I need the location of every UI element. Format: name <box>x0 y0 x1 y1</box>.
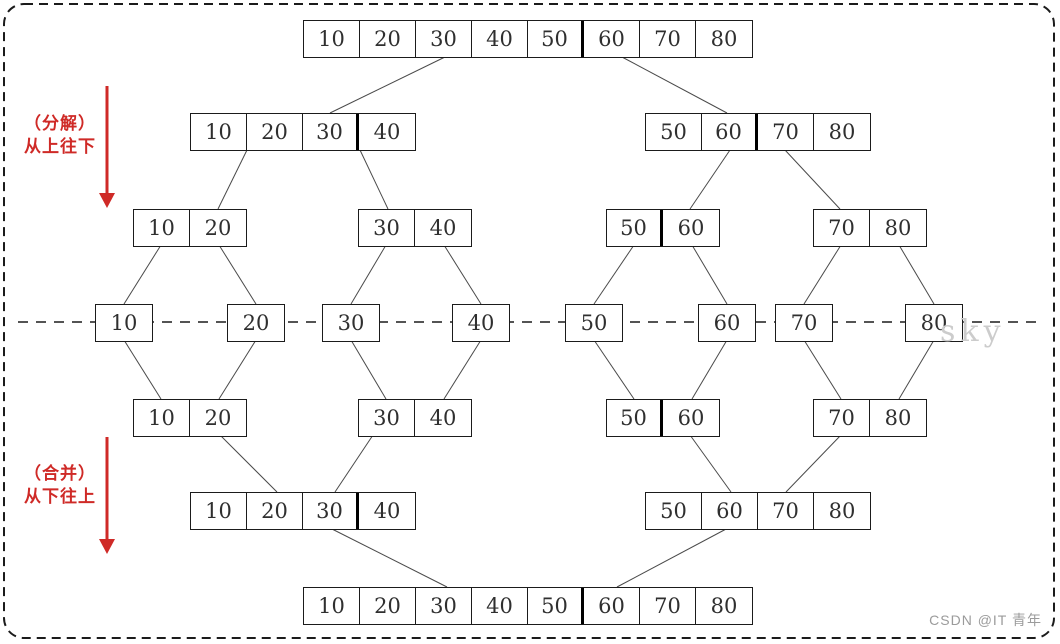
array-cell: 80 <box>870 210 926 246</box>
array-cell: 30 <box>359 210 415 246</box>
array-cell: 80 <box>870 400 926 436</box>
array-m2: 20 <box>227 304 285 342</box>
decompose-label-line2: 从上往下 <box>24 137 96 156</box>
array-cell: 20 <box>190 400 246 436</box>
array-cell: 80 <box>696 21 752 57</box>
array-cell: 50 <box>528 21 584 57</box>
array-cell: 30 <box>359 400 415 436</box>
array-cell: 40 <box>415 210 471 246</box>
merge-label: （合并） 从下往上 <box>12 462 108 508</box>
array-cell: 30 <box>416 588 472 624</box>
csdn-watermark: CSDN @IT 青年 <box>929 612 1042 628</box>
array-cell: 40 <box>453 305 509 341</box>
array-m7: 70 <box>775 304 833 342</box>
array-cell: 10 <box>134 400 190 436</box>
array-cell: 10 <box>191 114 247 150</box>
array-cell: 10 <box>96 305 152 341</box>
decompose-arrow <box>99 86 115 208</box>
array-cell: 10 <box>304 588 360 624</box>
array-m3: 30 <box>322 304 380 342</box>
array-m5: 50 <box>565 304 623 342</box>
array-cell: 70 <box>640 588 696 624</box>
array-cell: 40 <box>359 493 415 529</box>
array-cell: 20 <box>360 588 416 624</box>
decompose-label: （分解） 从上往下 <box>12 112 108 158</box>
array-cell: 80 <box>814 493 870 529</box>
outer-dashed-border <box>3 3 1055 639</box>
array-cell: 80 <box>906 305 962 341</box>
array-cell: 40 <box>415 400 471 436</box>
array-cell: 10 <box>191 493 247 529</box>
sky-watermark: sky <box>940 314 1006 349</box>
array-m1: 10 <box>95 304 153 342</box>
array-m4: 40 <box>452 304 510 342</box>
array-cell: 60 <box>584 21 640 57</box>
array-cell: 80 <box>696 588 752 624</box>
array-cell: 70 <box>776 305 832 341</box>
array-cell: 10 <box>304 21 360 57</box>
array-cell: 80 <box>814 114 870 150</box>
array-cell: 30 <box>303 114 359 150</box>
merge-label-line2: 从下往上 <box>24 487 96 506</box>
array-cell: 70 <box>814 210 870 246</box>
array-cell: 10 <box>134 210 190 246</box>
array-cell: 20 <box>190 210 246 246</box>
array-cell: 40 <box>472 21 528 57</box>
divide-connectors <box>123 56 935 305</box>
array-cell: 50 <box>566 305 622 341</box>
array-cell: 60 <box>699 305 755 341</box>
array-cell: 50 <box>607 210 663 246</box>
array-cell: 70 <box>640 21 696 57</box>
array-cell: 40 <box>359 114 415 150</box>
array-cell: 60 <box>702 114 758 150</box>
array-cell: 70 <box>758 493 814 529</box>
array-cell: 50 <box>528 588 584 624</box>
array-cell: 50 <box>607 400 663 436</box>
array-m8: 80 <box>905 304 963 342</box>
array-cell: 60 <box>663 210 719 246</box>
array-cell: 60 <box>584 588 640 624</box>
array-cell: 70 <box>758 114 814 150</box>
array-cell: 30 <box>416 21 472 57</box>
decompose-label-line1: （分解） <box>24 114 96 133</box>
array-cell: 20 <box>247 114 303 150</box>
array-cell: 30 <box>323 305 379 341</box>
array-cell: 70 <box>814 400 870 436</box>
array-m6: 60 <box>698 304 756 342</box>
array-cell: 50 <box>646 114 702 150</box>
merge-label-line1: （合并） <box>24 464 96 483</box>
array-cell: 50 <box>646 493 702 529</box>
array-cell: 40 <box>472 588 528 624</box>
array-cell: 60 <box>663 400 719 436</box>
merge-arrow <box>99 437 115 554</box>
array-cell: 20 <box>360 21 416 57</box>
array-cell: 30 <box>303 493 359 529</box>
array-cell: 60 <box>702 493 758 529</box>
array-cell: 20 <box>228 305 284 341</box>
merge-connectors <box>123 339 935 588</box>
array-cell: 20 <box>247 493 303 529</box>
